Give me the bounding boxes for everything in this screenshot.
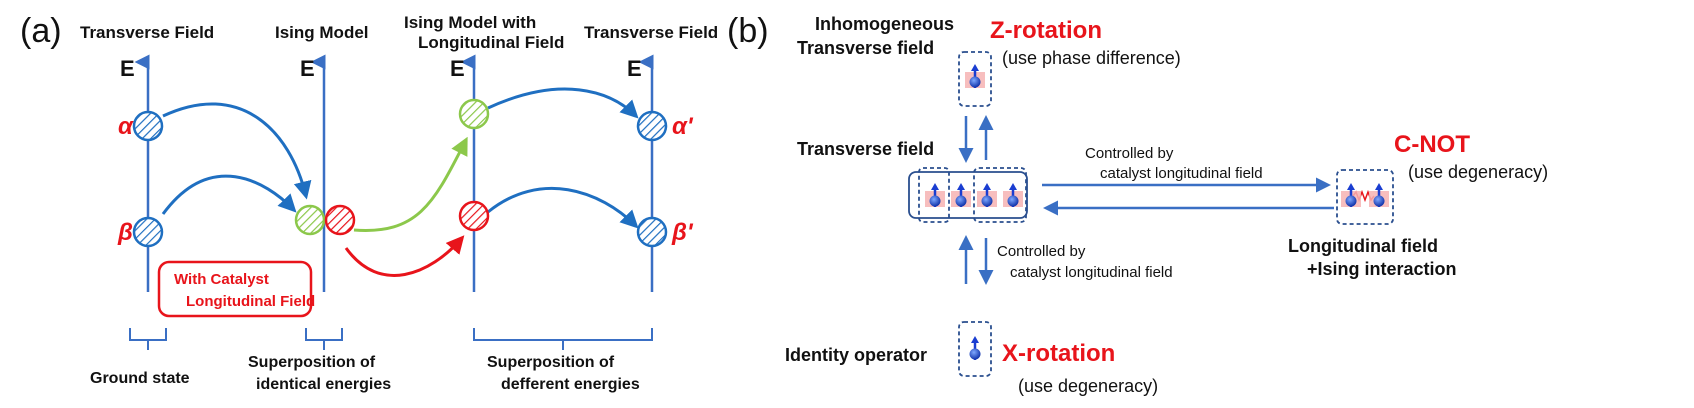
longitudinal-line2: +Ising interaction — [1307, 259, 1457, 279]
label-alpha-prime: α' — [672, 113, 694, 140]
x-rotation-note: (use degeneracy) — [1018, 376, 1158, 396]
label-beta: β — [117, 219, 133, 246]
spin-box-bottom — [958, 321, 992, 377]
cnot-spin-1 — [1339, 181, 1363, 209]
energy-label-2: E — [300, 56, 315, 81]
identity-operator-label: Identity operator — [785, 345, 927, 365]
col3-header-line2: Longitudinal Field — [418, 33, 564, 52]
label-different-line1: Superposition of — [487, 354, 615, 371]
register-box-dashed-right — [973, 167, 1027, 223]
register-box-dashed-left — [918, 167, 950, 223]
cnot-spin-2 — [1367, 181, 1391, 209]
bracket-identical — [305, 328, 343, 350]
cnot-spin-box — [1336, 169, 1394, 225]
cnot-note: (use degeneracy) — [1408, 162, 1548, 182]
x-rotation-title: X-rotation — [1002, 340, 1115, 367]
inhomogeneous-line2: Transverse field — [797, 38, 934, 58]
energy-label-3: E — [450, 56, 465, 81]
state-degenerate-red — [324, 204, 356, 236]
arrow-upper-to-alpha-prime — [487, 87, 639, 119]
arrow-beta-to-degenerate — [161, 174, 297, 215]
state-beta — [132, 216, 164, 248]
label-different-line2: defferent energies — [501, 376, 640, 393]
spin-bottom — [969, 336, 981, 360]
spin-top — [963, 62, 987, 90]
z-rotation-title: Z-rotation — [990, 17, 1102, 44]
register-spin-4 — [1001, 181, 1025, 209]
arrow-lower-to-beta-prime — [487, 187, 639, 229]
energy-label-1: E — [120, 56, 135, 81]
arrow-alpha-to-degenerate — [162, 102, 312, 200]
bracket-ground-state — [129, 328, 167, 350]
arrow-red-to-lower — [344, 235, 465, 277]
state-degenerate-green — [294, 204, 326, 236]
col2-header: Ising Model — [275, 23, 369, 42]
state-upper-green — [458, 98, 490, 130]
label-ground-state: Ground state — [90, 370, 190, 387]
state-beta-prime — [636, 216, 668, 248]
controlled-top-line1: Controlled by — [1085, 145, 1174, 162]
state-alpha-prime — [636, 110, 668, 142]
register-spin-2 — [949, 181, 973, 209]
cnot-title: C-NOT — [1394, 131, 1470, 158]
inhomogeneous-line1: Inhomogeneous — [815, 14, 954, 34]
z-rotation-note: (use phase difference) — [1002, 48, 1181, 68]
col4-header: Transverse Field — [584, 23, 718, 42]
arrow-green-to-upper — [353, 136, 468, 232]
catalyst-box-line2: Longitudinal Field — [186, 293, 315, 310]
col3-header-line1: Ising Model with — [404, 13, 536, 32]
catalyst-box — [157, 260, 313, 318]
col1-header: Transverse Field — [80, 23, 214, 42]
label-alpha: α — [118, 113, 134, 140]
label-beta-prime: β' — [671, 219, 694, 246]
spin-box-top — [958, 51, 992, 107]
panel-a-label: (a) — [20, 12, 62, 50]
controlled-bottom-line2: catalyst longitudinal field — [1010, 264, 1173, 281]
controlled-bottom-line1: Controlled by — [997, 243, 1086, 260]
bracket-different — [473, 328, 653, 350]
register-spin-3 — [975, 181, 999, 209]
energy-label-4: E — [627, 56, 642, 81]
controlled-top-line2: catalyst longitudinal field — [1100, 165, 1263, 182]
label-identical-line2: identical energies — [256, 376, 391, 393]
catalyst-box-line1: With Catalyst — [174, 271, 269, 288]
panel-b-label: (b) — [727, 12, 769, 50]
transverse-field-label: Transverse field — [797, 139, 934, 159]
register-spin-1 — [923, 181, 947, 209]
state-lower-red — [458, 200, 490, 232]
register-box-outer — [908, 171, 1028, 219]
state-alpha — [132, 110, 164, 142]
label-identical-line1: Superposition of — [248, 354, 376, 371]
longitudinal-line1: Longitudinal field — [1288, 236, 1438, 256]
